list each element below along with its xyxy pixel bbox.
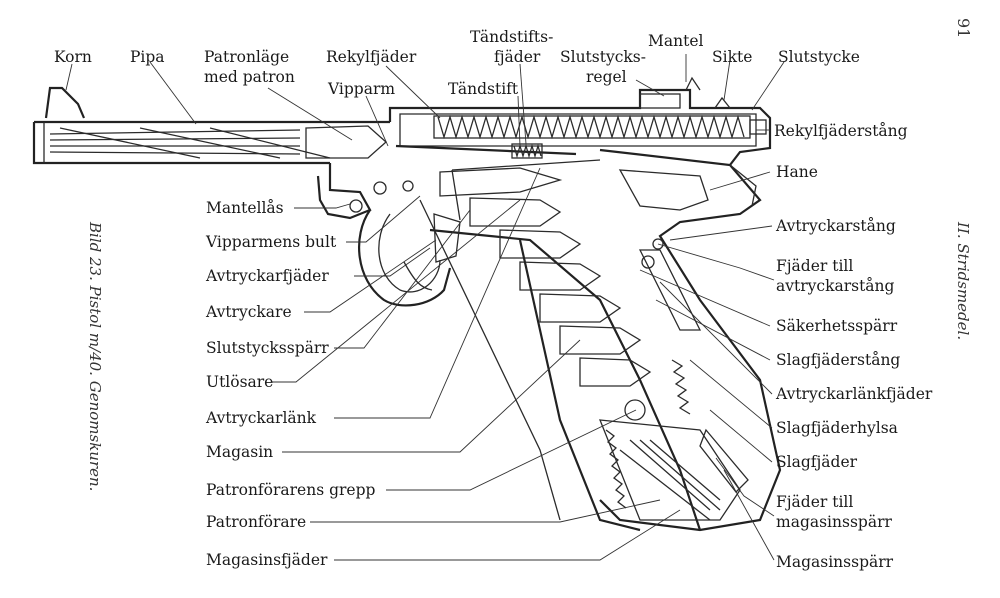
- side-heading: II. Stridsmedel.: [954, 221, 972, 340]
- pistol-drawing: [32, 76, 782, 532]
- label-vipparm: Vipparm: [327, 80, 395, 98]
- firing-pin-shape: [395, 143, 577, 159]
- label-sikte: Sikte: [712, 48, 752, 66]
- label-fjader-magasinsparr-line2: magasinsspärr: [776, 513, 892, 531]
- label-magasin: Magasin: [206, 443, 273, 461]
- page-number: 91: [954, 18, 973, 38]
- label-korn: Korn: [54, 48, 92, 66]
- label-slutstycke: Slutstycke: [778, 48, 860, 66]
- magazine-cartridges-shape: [439, 167, 652, 387]
- label-avtryckarlankfjader: Avtryckarlänkfjäder: [775, 385, 933, 403]
- label-tandstift: Tändstift: [448, 80, 519, 98]
- hammer-shape: [618, 169, 749, 493]
- label-avtryckarlank: Avtryckarlänk: [205, 409, 317, 427]
- label-sakerhetsparr: Säkerhetsspärr: [776, 317, 898, 335]
- label-magasinssparr: Magasinsspärr: [776, 553, 894, 571]
- label-mantel: Mantel: [648, 32, 703, 50]
- label-mantellas: Mantellås: [206, 199, 284, 217]
- label-slagfjaderhylsa: Slagfjäderhylsa: [776, 419, 898, 437]
- magazine-shape: [419, 199, 741, 532]
- recoil-spring-shape: [433, 114, 767, 140]
- figure-caption: Bild 23. Pistol m/40. Genomskuren.: [86, 221, 104, 491]
- label-slutstycksregel-line2: regel: [586, 68, 627, 86]
- label-hane: Hane: [776, 163, 818, 181]
- front-sight-shape: [44, 86, 86, 119]
- chambered-cartridge-shape: [305, 125, 387, 159]
- label-avtryckarstang: Avtryckarstång: [775, 217, 896, 235]
- label-patronforarens-grepp: Patronförarens grepp: [206, 481, 376, 499]
- trigger-parts-shape: [349, 180, 461, 291]
- leader-lines: [65, 54, 785, 561]
- label-slutstycksparr: Slutstycksspärr: [206, 339, 329, 357]
- label-patronlage-line2: med patron: [204, 68, 295, 86]
- barrel-shape: [32, 120, 390, 165]
- label-patronlage-line1: Patronläge: [204, 48, 289, 66]
- label-vipparmens-bult: Vipparmens bult: [205, 233, 337, 251]
- label-tandstiftsfjader-line2: fjäder: [494, 48, 541, 66]
- frame-shape: [316, 148, 782, 532]
- label-rekylfjaderstang: Rekylfjäderstång: [774, 122, 908, 140]
- label-slagfjaderstang: Slagfjäderstång: [776, 351, 900, 369]
- label-pipa: Pipa: [130, 48, 165, 66]
- label-slutstycksregel-line1: Slutstycks-: [560, 48, 646, 66]
- label-patronforare: Patronförare: [206, 513, 306, 531]
- part-labels: Korn Pipa Patronläge med patron Rekylfjä…: [54, 28, 933, 571]
- label-tandstiftsfjader-line1: Tändstifts-: [470, 28, 553, 46]
- hammer-spur-shape: [729, 164, 757, 207]
- label-fjader-magasinsparr-line1: Fjäder till: [776, 493, 853, 511]
- label-magasinsfjader: Magasinsfjäder: [206, 551, 328, 569]
- label-avtryckare: Avtryckare: [205, 303, 292, 321]
- label-avtryckarfjader: Avtryckarfjäder: [205, 267, 329, 285]
- label-fjader-avtryckarstang-line1: Fjäder till: [776, 257, 853, 275]
- label-utlosare: Utlösare: [206, 373, 273, 391]
- label-fjader-avtryckarstang-line2: avtryckarstång: [776, 277, 895, 295]
- label-slagfjader: Slagfjäder: [776, 453, 858, 471]
- label-rekylfjader: Rekylfjäder: [326, 48, 417, 66]
